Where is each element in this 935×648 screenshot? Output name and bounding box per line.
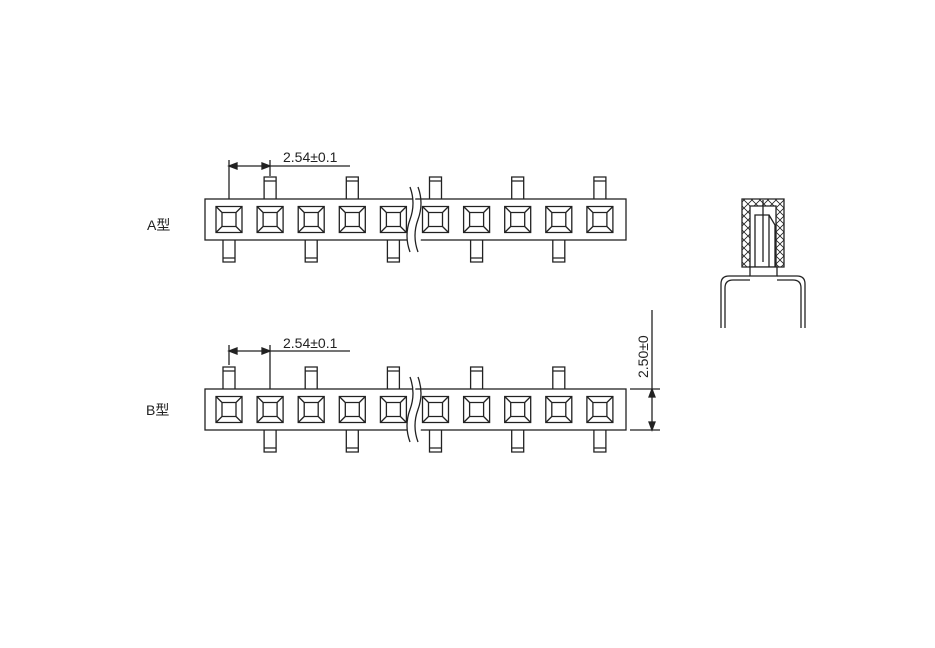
side-view-cross-section xyxy=(720,198,806,328)
pin-bottom xyxy=(593,430,607,453)
contact-socket xyxy=(504,395,532,424)
contact-socket xyxy=(379,205,408,234)
contact-socket xyxy=(421,205,450,234)
contact-socket xyxy=(545,205,573,234)
height-dimension-b: 2.50±0 xyxy=(630,310,660,432)
pin-top xyxy=(428,176,443,199)
pin-bottom xyxy=(428,430,443,453)
contact-socket xyxy=(215,205,243,234)
pitch-dimension-a: 2.54±0.1 xyxy=(227,149,350,199)
type-a-connector-row xyxy=(204,176,627,263)
pin-bottom xyxy=(511,430,525,453)
pin-top xyxy=(469,366,484,389)
pitch-label-a: 2.54±0.1 xyxy=(283,149,338,165)
break-line xyxy=(414,186,422,253)
break-gap xyxy=(407,377,421,442)
contact-socket xyxy=(504,205,532,234)
contact-socket xyxy=(586,205,614,234)
type-a-label: A型 xyxy=(147,217,170,233)
pin-bottom xyxy=(469,240,484,263)
pin-top xyxy=(222,366,236,389)
contact-socket xyxy=(545,395,573,424)
pitch-dimension-b: 2.54±0.1 xyxy=(227,335,350,389)
contact-socket xyxy=(297,395,325,424)
pin-top xyxy=(345,176,359,199)
pin-bottom xyxy=(552,240,566,263)
contact-socket xyxy=(297,205,325,234)
pitch-label-b: 2.54±0.1 xyxy=(283,335,338,351)
height-label-b: 2.50±0 xyxy=(635,335,651,378)
contact-socket xyxy=(379,395,408,424)
contact-socket xyxy=(256,395,284,424)
contact-socket xyxy=(462,395,491,424)
pin-bottom xyxy=(263,430,277,453)
break-line xyxy=(406,186,414,253)
break-line xyxy=(414,376,422,443)
contact-socket xyxy=(338,395,366,424)
pin-top xyxy=(304,366,318,389)
pin-top xyxy=(552,366,566,389)
pin-top xyxy=(263,176,277,199)
pin-top xyxy=(511,176,525,199)
pin-bottom xyxy=(304,240,318,263)
pin-bottom xyxy=(222,240,236,263)
type-b-label: B型 xyxy=(146,402,169,418)
break-line xyxy=(406,376,414,443)
contact-socket xyxy=(462,205,491,234)
type-b-connector-row xyxy=(204,366,627,453)
break-gap xyxy=(407,187,421,252)
pin-top xyxy=(386,366,401,389)
contact-socket xyxy=(215,395,243,424)
pin-bottom xyxy=(345,430,359,453)
pin-top xyxy=(593,176,607,199)
contact-socket xyxy=(256,205,284,234)
contact-socket xyxy=(586,395,614,424)
contact-socket xyxy=(421,395,450,424)
pin-bottom xyxy=(386,240,401,263)
contact-socket xyxy=(338,205,366,234)
